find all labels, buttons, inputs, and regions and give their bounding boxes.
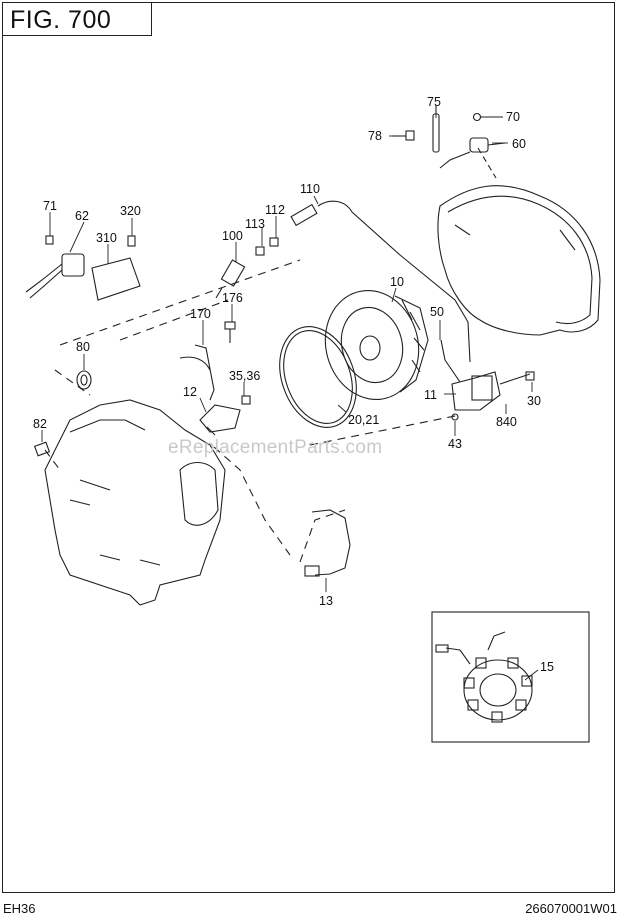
callout-110: 110 <box>300 182 320 196</box>
part-320-screw-icon <box>127 235 136 247</box>
assembly-guide-lines <box>44 259 461 563</box>
part-11-ignition-coil-icon <box>440 339 501 411</box>
part-310-bracket-icon <box>91 257 141 301</box>
part-176-bolt-icon <box>224 321 236 343</box>
callout-35-36: 35,36 <box>229 369 260 383</box>
drawing-number: 266070001W01 <box>525 901 617 916</box>
callout-13: 13 <box>319 594 333 608</box>
callout-12: 12 <box>183 385 197 399</box>
leader-lines <box>41 110 539 681</box>
callout-176: 176 <box>222 291 243 305</box>
figure-title: FIG. 700 <box>10 6 112 34</box>
figure-title-box: FIG. 700 <box>2 2 152 36</box>
blower-housing-icon <box>437 185 601 336</box>
callout-78: 78 <box>368 129 382 143</box>
part-110-plug-cap-icon <box>290 200 471 363</box>
part-170-lever-icon <box>179 344 215 401</box>
callout-82: 82 <box>33 417 47 431</box>
part-43-washer-icon <box>451 413 459 421</box>
engine-crankcase-icon <box>44 399 226 606</box>
part-840-icon <box>499 373 531 385</box>
part-20-21-ring-icon <box>279 326 357 428</box>
part-100-spark-plug-icon <box>215 259 246 299</box>
part-10-flywheel-icon <box>324 290 429 400</box>
callout-80: 80 <box>76 340 90 354</box>
callout-320: 320 <box>120 204 141 218</box>
part-71-screw-icon <box>45 235 54 245</box>
detail-inset-frame <box>431 611 590 743</box>
callout-50: 50 <box>430 305 444 319</box>
part-12-governor-icon <box>199 404 241 436</box>
callout-113: 113 <box>245 217 265 231</box>
part-78-screw-icon <box>392 130 415 141</box>
callout-70: 70 <box>506 110 520 124</box>
callout-170: 170 <box>190 307 211 321</box>
callout-75: 75 <box>427 95 441 109</box>
part-60-switch-icon <box>439 137 506 169</box>
callout-62: 62 <box>75 209 89 223</box>
part-82-icon <box>33 441 51 457</box>
part-80-seal-icon <box>76 370 92 390</box>
callout-310: 310 <box>96 231 117 245</box>
part-13-harness-icon <box>304 509 351 577</box>
part-112-icon <box>269 237 279 247</box>
callout-10: 10 <box>390 275 404 289</box>
part-113-icon <box>255 246 265 256</box>
callout-60: 60 <box>512 137 526 151</box>
drawing-frame <box>2 2 615 893</box>
part-62-module-icon <box>25 253 85 299</box>
model-label: EH36 <box>3 901 36 916</box>
callout-43: 43 <box>448 437 462 451</box>
watermark-text: eReplacementParts.com <box>168 437 383 458</box>
callout-11: 11 <box>424 388 437 402</box>
callout-15: 15 <box>540 660 554 674</box>
callout-71: 71 <box>43 199 57 213</box>
callout-30: 30 <box>527 394 541 408</box>
callout-100: 100 <box>222 229 243 243</box>
callout-20-21: 20,21 <box>348 413 379 427</box>
callout-labels: 75 70 78 60 110 71 62 320 310 113 112 10… <box>33 95 554 674</box>
callout-840: 840 <box>496 415 517 429</box>
part-35-36-icon <box>241 395 251 405</box>
part-30-bolt-icon <box>525 371 535 381</box>
callout-112: 112 <box>265 203 285 217</box>
part-15-stator-icon <box>435 631 533 723</box>
